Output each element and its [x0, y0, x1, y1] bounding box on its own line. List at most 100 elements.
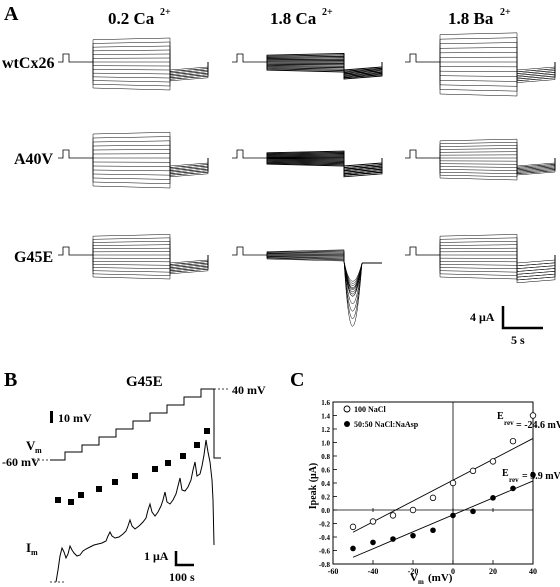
trace-group: [405, 32, 556, 97]
current-sweep: [92, 255, 209, 270]
current-sweep: [439, 241, 556, 275]
data-point-open: [369, 518, 377, 525]
x-tick-label: 40: [529, 567, 537, 576]
erev-0-value: = -24.6 mV: [516, 420, 560, 431]
y-tick-label: 0.6: [321, 467, 330, 475]
fit-line: [352, 438, 534, 533]
row-label-wtcx26: wtCx26: [2, 55, 54, 72]
panel-a-scale-lines: [501, 306, 543, 330]
current-sweep: [92, 132, 209, 176]
vm-label: V: [26, 438, 36, 453]
current-sweep: [266, 255, 382, 297]
panel-b-title: G45E: [126, 374, 163, 390]
panel-b-letter: B: [4, 369, 17, 391]
panel-a-letter: A: [4, 3, 19, 25]
v-end-label: 40 mV: [232, 383, 266, 397]
data-point-open: [389, 512, 397, 519]
y-tick-label: -0.2: [319, 521, 331, 529]
trace-group: [232, 246, 382, 327]
trace-group: [232, 52, 383, 80]
y-tick-label: 0.8: [321, 453, 330, 461]
current-sweep: [266, 252, 382, 304]
trace-group: [58, 234, 209, 280]
data-point-open: [529, 412, 537, 419]
panel-a-scale-current: 4 μA: [470, 310, 495, 324]
v-start-label: -60 mV: [2, 455, 40, 469]
trace-group: [232, 149, 383, 178]
prepulse-trace: [232, 53, 267, 63]
peak-marker: [180, 453, 186, 459]
panel-b-scale-current: 1 μA: [144, 549, 169, 563]
peak-marker: [204, 428, 210, 434]
data-point-open: [509, 437, 517, 445]
data-points: [349, 412, 537, 552]
x-axis-label-main: V: [410, 572, 418, 584]
erev-1-sub: rev: [509, 476, 519, 484]
erev-1-e: E: [502, 468, 509, 479]
data-point-filled: [410, 532, 416, 539]
x-tick-label: -60: [328, 567, 339, 576]
peak-marker: [112, 479, 118, 485]
current-sweep: [439, 255, 556, 284]
peak-markers: [55, 428, 210, 505]
y-tick-label: 0.2: [321, 494, 330, 502]
legend-label-0: 100 NaCl: [354, 405, 387, 414]
current-sweep: [92, 136, 209, 174]
current-sweep: [92, 37, 209, 80]
data-point-filled: [450, 512, 456, 519]
data-point-filled: [350, 545, 356, 552]
row-label-g45e: G45E: [14, 249, 53, 266]
erev-0-e: E: [497, 411, 504, 422]
data-point-filled: [390, 536, 396, 542]
current-sweep: [92, 158, 209, 180]
current-sweep: [92, 153, 209, 168]
current-sweep: [439, 37, 556, 80]
current-sweep: [92, 49, 209, 75]
legend-marker-filled: [344, 421, 350, 427]
current-sweep: [266, 150, 383, 176]
erev-1-value: = 5.9 mV: [522, 471, 560, 482]
data-point-open: [489, 458, 497, 465]
current-sweep: [439, 62, 556, 77]
x-tick-label: 0: [451, 567, 455, 576]
peak-marker: [132, 473, 138, 479]
current-sweep: [439, 142, 556, 173]
peak-marker: [96, 486, 102, 492]
im-label: I: [26, 540, 31, 555]
current-sweep: [92, 53, 209, 74]
fit-line: [352, 480, 534, 558]
peak-marker: [55, 497, 61, 503]
peak-marker: [165, 460, 171, 466]
current-sweep: [439, 251, 556, 267]
current-sweep: [92, 41, 209, 78]
trace-group: [405, 234, 556, 284]
prepulse-trace: [58, 53, 93, 63]
legend: 100 NaCl 50:50 NaCl:NaAsp: [343, 405, 419, 429]
prepulse-trace: [58, 149, 93, 159]
voltage-scale-label: 10 mV: [58, 411, 92, 425]
current-sweep: [439, 56, 556, 73]
column-header-0: 0.2 Ca 2+: [108, 7, 171, 28]
y-tick-label: -0.4: [319, 534, 331, 542]
erev-annotation-0: E rev = -24.6 mV: [497, 411, 560, 431]
fit-lines: [352, 438, 534, 558]
y-tick-label: 1.2: [321, 426, 330, 434]
peak-marker: [194, 442, 200, 448]
erev-0-sub: rev: [504, 419, 514, 427]
peak-marker: [152, 466, 158, 472]
data-point-open: [349, 523, 357, 531]
prepulse-trace: [58, 246, 93, 256]
column-header-1-sup: 2+: [322, 7, 333, 18]
column-header-1: 1.8 Ca 2+: [270, 7, 333, 28]
current-sweep: [439, 234, 556, 281]
data-point-filled: [490, 495, 496, 501]
x-tick-label: -20: [408, 567, 419, 576]
panel-a-scale-bar: 4 μA 5 s: [470, 306, 543, 347]
current-sweep: [439, 151, 556, 169]
column-header-0-sup: 2+: [160, 7, 171, 18]
current-sweep: [439, 255, 556, 272]
data-point-open: [449, 479, 457, 487]
current-sweep: [92, 234, 209, 273]
y-tick-label: 1.0: [321, 440, 330, 448]
